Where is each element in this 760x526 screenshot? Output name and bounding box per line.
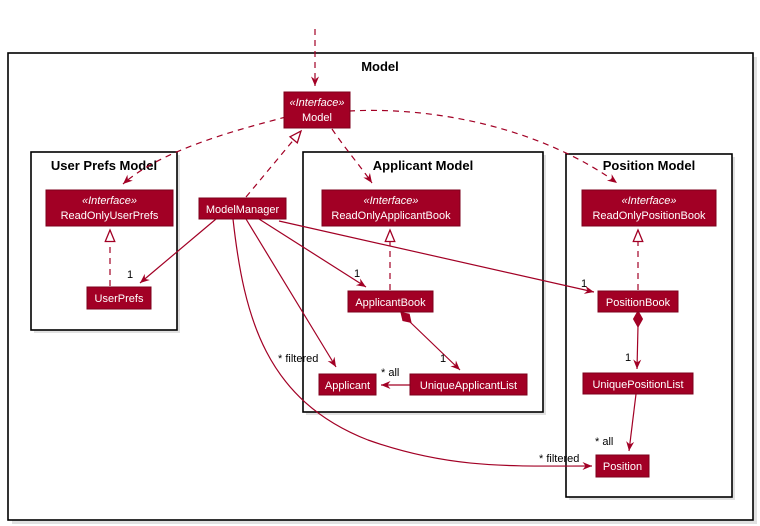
class-modelmanager: ModelManager bbox=[198, 197, 287, 220]
class-readonlypositionbook: «Interface» ReadOnlyPositionBook bbox=[581, 189, 717, 227]
class-userprefs-name: UserPrefs bbox=[95, 293, 144, 305]
dependency-model-to-readonlyapplicantbook bbox=[331, 128, 373, 184]
class-model-stereotype: «Interface» bbox=[289, 97, 344, 109]
class-applicant-name: Applicant bbox=[325, 380, 370, 392]
class-readonlyuserprefs-rect bbox=[45, 189, 174, 227]
assoc-modelmanager-to-positionbook bbox=[278, 220, 595, 294]
realization-modelmanager-to-model bbox=[245, 131, 301, 198]
class-model-interface: «Interface» Model bbox=[283, 91, 351, 129]
label-position-filtered: * filtered bbox=[539, 453, 579, 465]
class-applicant-rect bbox=[318, 373, 377, 396]
class-readonlyuserprefs-name: ReadOnlyUserPrefs bbox=[61, 210, 159, 222]
multiplicity-uniquepositionlist: 1 bbox=[625, 352, 631, 364]
class-positionbook-name: PositionBook bbox=[606, 297, 671, 309]
assoc-uniquepositionlist-to-position bbox=[626, 393, 637, 452]
class-uniqueapplicantlist-name: UniqueApplicantList bbox=[420, 380, 517, 392]
class-readonlypositionbook-name: ReadOnlyPositionBook bbox=[592, 210, 706, 222]
class-modelmanager-rect bbox=[198, 197, 287, 220]
assoc-modelmanager-to-applicant-filtered bbox=[245, 218, 337, 368]
dependency-model-to-readonlypositionbook bbox=[348, 109, 618, 184]
class-model-rect bbox=[283, 91, 351, 129]
class-applicant: Applicant bbox=[318, 373, 377, 396]
label-applicant-filtered: * filtered bbox=[278, 353, 318, 365]
multiplicity-applicantbook: 1 bbox=[354, 268, 360, 280]
class-applicantbook-name: ApplicantBook bbox=[355, 297, 426, 309]
class-model-name: Model bbox=[302, 112, 332, 124]
class-readonlyapplicantbook-stereotype: «Interface» bbox=[363, 195, 418, 207]
assoc-modelmanager-to-position-filtered bbox=[232, 218, 593, 471]
dependency-model-to-readonlyuserprefs bbox=[122, 116, 287, 185]
class-uniquepositionlist-rect bbox=[582, 372, 694, 395]
position-frame-title: Position Model bbox=[603, 158, 695, 173]
class-position-rect bbox=[595, 454, 650, 478]
class-readonlypositionbook-stereotype: «Interface» bbox=[621, 195, 676, 207]
applicant-frame-title: Applicant Model bbox=[373, 158, 473, 173]
class-positionbook: PositionBook bbox=[597, 290, 679, 313]
class-readonlyapplicantbook-name: ReadOnlyApplicantBook bbox=[331, 210, 451, 222]
class-applicantbook: ApplicantBook bbox=[347, 290, 434, 313]
class-positionbook-rect bbox=[597, 290, 679, 313]
outer-frame-title: Model bbox=[361, 59, 399, 74]
class-uniquepositionlist-name: UniquePositionList bbox=[592, 379, 683, 391]
class-position-name: Position bbox=[603, 461, 642, 473]
class-modelmanager-name: ModelManager bbox=[206, 204, 280, 216]
user-prefs-frame-title: User Prefs Model bbox=[51, 158, 157, 173]
multiplicity-positionbook: 1 bbox=[581, 278, 587, 290]
multiplicity-userprefs: 1 bbox=[127, 269, 133, 281]
class-uniqueapplicantlist-rect bbox=[409, 373, 528, 396]
assoc-modelmanager-to-userprefs bbox=[139, 218, 217, 284]
class-userprefs: UserPrefs bbox=[86, 286, 152, 310]
label-position-all: * all bbox=[595, 436, 613, 448]
class-readonlyapplicantbook-rect bbox=[321, 189, 461, 227]
class-uniqueapplicantlist: UniqueApplicantList bbox=[409, 373, 528, 396]
class-position: Position bbox=[595, 454, 650, 478]
class-readonlypositionbook-rect bbox=[581, 189, 717, 227]
label-applicant-all: * all bbox=[381, 367, 399, 379]
composition-positionbook-to-uniquepositionlist bbox=[633, 325, 642, 370]
class-applicantbook-rect bbox=[347, 290, 434, 313]
class-readonlyapplicantbook: «Interface» ReadOnlyApplicantBook bbox=[321, 189, 461, 227]
class-uniquepositionlist: UniquePositionList bbox=[582, 372, 694, 395]
class-readonlyuserprefs: «Interface» ReadOnlyUserPrefs bbox=[45, 189, 174, 227]
assoc-modelmanager-to-applicantbook bbox=[258, 218, 367, 288]
class-readonlyuserprefs-stereotype: «Interface» bbox=[82, 195, 137, 207]
multiplicity-uniqueapplicantlist: 1 bbox=[440, 353, 446, 365]
composition-applicantbook-to-uniqueapplicantlist bbox=[408, 320, 461, 371]
class-userprefs-rect bbox=[86, 286, 152, 310]
